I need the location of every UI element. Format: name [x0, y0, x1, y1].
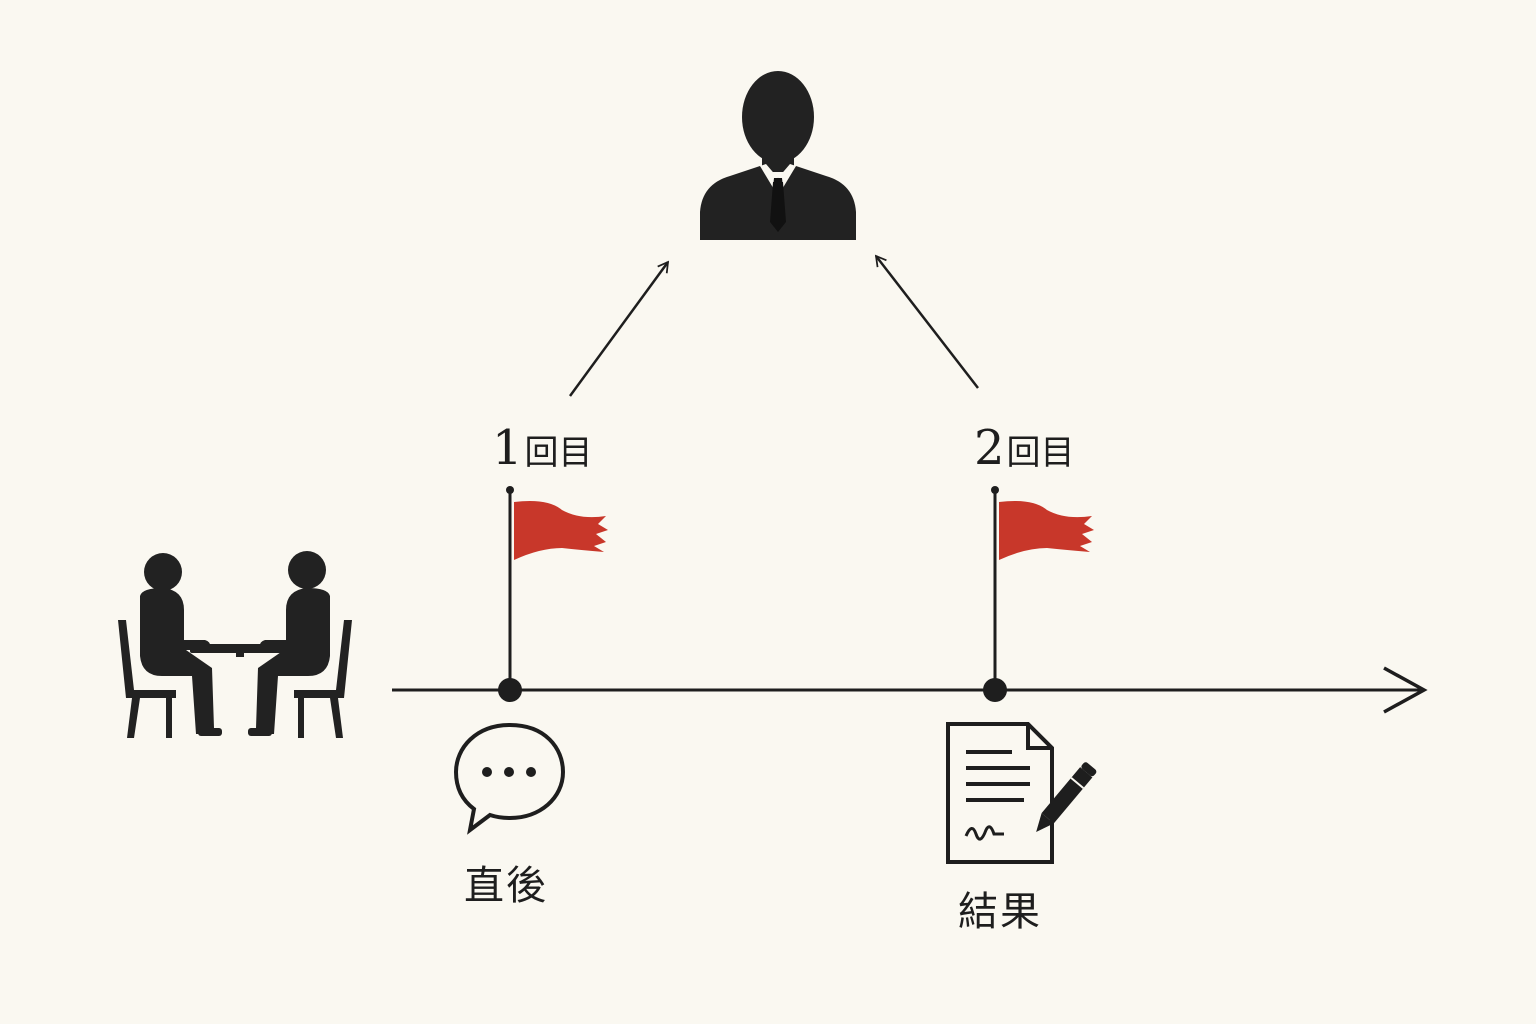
- milestone-2-count-label: 2回目: [974, 424, 1075, 472]
- document-sign-icon: [946, 722, 1097, 864]
- chat-bubble-icon: [453, 722, 566, 835]
- milestone-1-suffix: 回目: [524, 433, 593, 473]
- milestone-2-suffix: 回目: [1006, 433, 1075, 473]
- milestone-2-dot: [983, 678, 1007, 702]
- milestone-1: [498, 486, 608, 702]
- arrow-to-person-right: [874, 254, 979, 389]
- milestone-1-count-label: 1回目: [492, 424, 593, 472]
- flag-icon: [514, 501, 608, 560]
- milestone-2-caption: 結果: [958, 889, 1042, 935]
- flag-icon: [999, 501, 1094, 560]
- milestone-1-dot: [498, 678, 522, 702]
- milestone-1-number: 1: [492, 420, 523, 476]
- timeline-arrowhead: [1383, 666, 1428, 714]
- meeting-people-icon: [118, 551, 352, 738]
- businessman-icon: [700, 71, 856, 240]
- milestone-2-number: 2: [974, 420, 1005, 476]
- arrow-to-person-left: [568, 260, 670, 397]
- milestone-2: [983, 486, 1094, 702]
- milestone-1-caption: 直後: [464, 863, 548, 909]
